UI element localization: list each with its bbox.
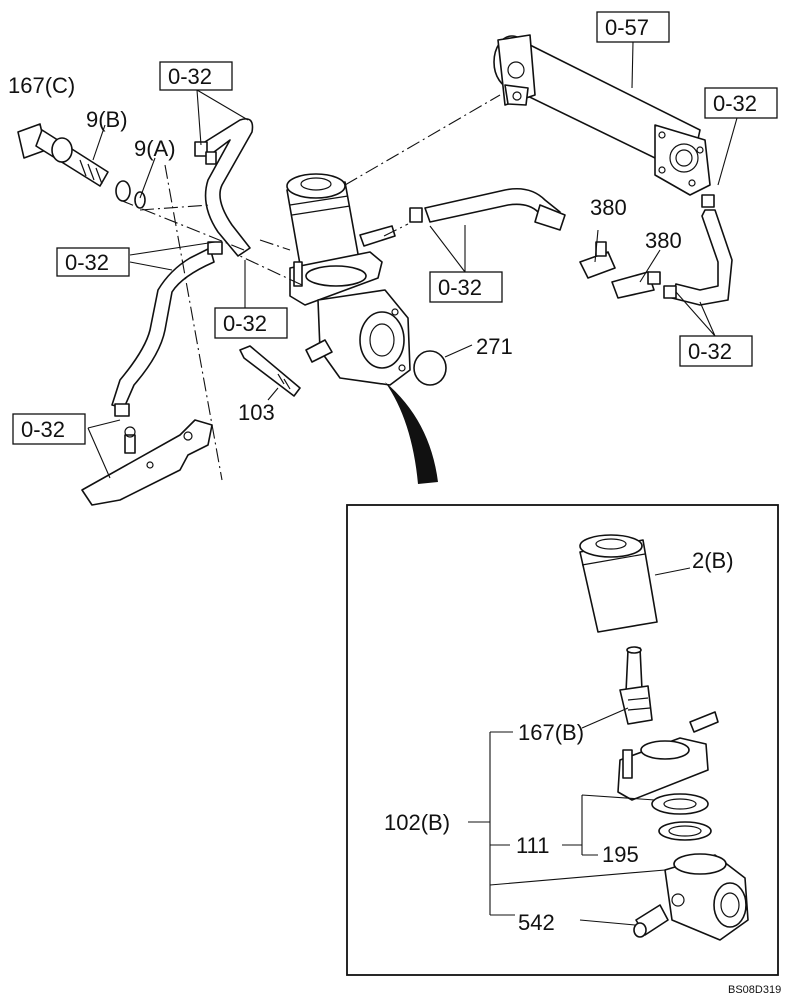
- leader-0-32-tl: [196, 89, 249, 146]
- leader-9a: [139, 157, 156, 199]
- ref-label-0-57: 0-57: [605, 15, 649, 40]
- bracket-part: [81, 419, 213, 506]
- detail-head-part: [617, 711, 719, 801]
- leader-103: [267, 387, 279, 401]
- label-9b: 9(B): [86, 107, 128, 132]
- leader-542: [579, 919, 636, 926]
- drawing-code: BS08D319: [728, 984, 781, 996]
- label-195: 195: [602, 842, 639, 867]
- label-380a: 380: [590, 195, 627, 220]
- leader-271: [444, 344, 473, 358]
- ref-label-top-left: 0-32: [168, 64, 212, 89]
- leader-380b: [639, 249, 661, 283]
- label-271: 271: [476, 334, 513, 359]
- leader-9b: [92, 124, 106, 161]
- label-9a: 9(A): [134, 136, 176, 161]
- center-lines: [119, 94, 501, 481]
- leader-380a: [594, 229, 599, 263]
- ref-box-bottom-left: [12, 413, 86, 445]
- detail-fitting-542-part: [633, 904, 669, 938]
- label-103: 103: [238, 400, 275, 425]
- ref-label-center-right: 0-32: [438, 275, 482, 300]
- ref-label-top-right: 0-32: [713, 91, 757, 116]
- ref-box-right-low: [679, 335, 753, 367]
- detail-stud-part: [619, 646, 653, 725]
- leader-167b: [581, 707, 629, 729]
- oil-filter-part: [286, 173, 361, 277]
- right-hose-part: [663, 194, 733, 306]
- washers-9-part: [115, 180, 146, 209]
- leader-0-32-bl: [87, 419, 121, 479]
- oil-cooler-part: [493, 34, 711, 196]
- label-111: 111: [516, 833, 549, 858]
- leader-0-32-rl: [675, 291, 716, 337]
- ref-box-center-right: [429, 271, 503, 303]
- leader-0-57: [631, 41, 634, 89]
- o-ring-271-part: [413, 350, 447, 386]
- detail-filter-part: [579, 534, 658, 633]
- ref-box-top-right: [704, 87, 778, 119]
- connector-380-part: [579, 241, 661, 299]
- label-102b: 102(B): [384, 810, 450, 835]
- ref-box-top-left: [159, 61, 233, 91]
- leader-0-32-lm: [129, 241, 216, 271]
- leader-0-32-cr: [429, 225, 466, 273]
- ref-box-left-mid: [56, 247, 130, 277]
- ref-label-left-mid: 0-32: [65, 250, 109, 275]
- label-2b: 2(B): [692, 548, 734, 573]
- bracket-111: [490, 794, 656, 856]
- lower-left-hose-part: [111, 241, 223, 417]
- bracket-102b: [489, 731, 666, 916]
- banjo-bolt-167c-part: [17, 123, 109, 187]
- detail-frame: [346, 504, 779, 976]
- ref-box-0-57: [596, 11, 670, 43]
- label-542: 542: [518, 910, 555, 935]
- detail-gasket-195-part: [651, 793, 712, 841]
- label-167b: 167(B): [518, 720, 584, 745]
- filter-head-part: [289, 225, 411, 386]
- ref-label-bottom-left: 0-32: [21, 417, 65, 442]
- leader-2b: [654, 567, 691, 576]
- label-380b: 380: [645, 228, 682, 253]
- label-167c: 167(C): [8, 73, 75, 98]
- bolt-103-part: [239, 345, 301, 397]
- center-hose-part: [409, 187, 566, 231]
- ref-label-center: 0-32: [223, 311, 267, 336]
- upper-left-hose-part: [194, 118, 254, 257]
- zoom-arrow: [385, 382, 438, 484]
- ref-label-right-low: 0-32: [688, 339, 732, 364]
- leader-0-32-tr: [717, 117, 738, 186]
- detail-body-part: [664, 853, 749, 941]
- ref-box-center: [214, 307, 288, 339]
